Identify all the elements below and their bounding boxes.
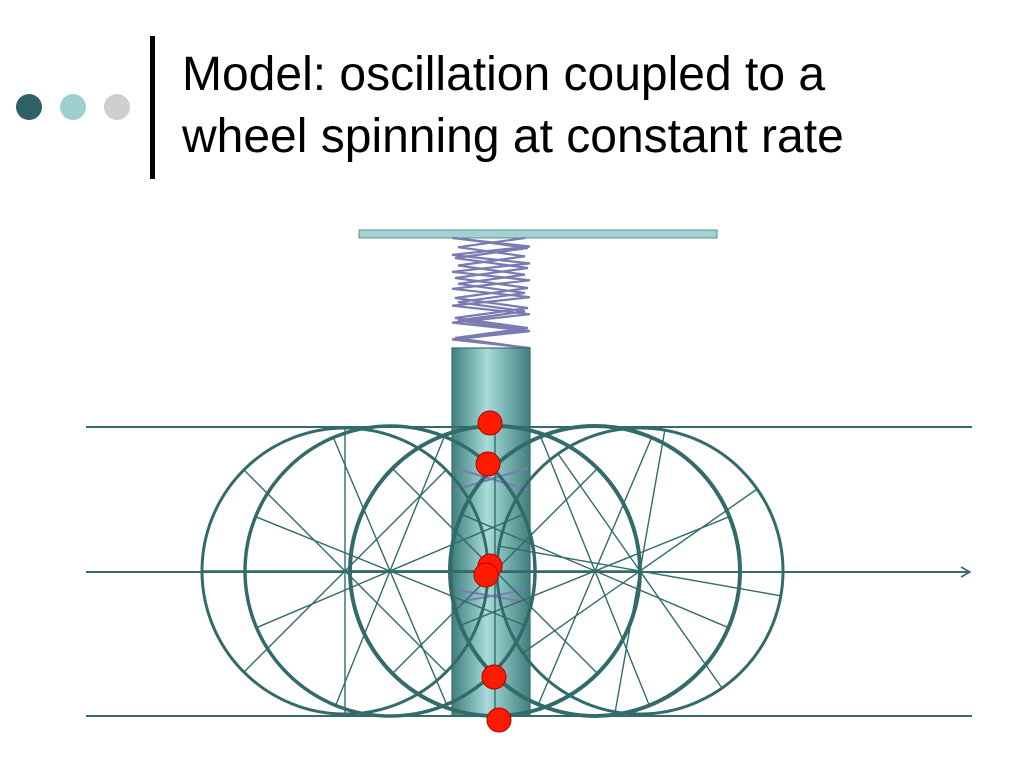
- slide-title: Model: oscillation coupled to a wheel sp…: [182, 44, 1002, 168]
- dot-gray-icon: [104, 94, 130, 120]
- wheel-rim: [448, 424, 742, 718]
- red-marker: [481, 664, 507, 690]
- red-marker: [473, 562, 499, 588]
- wheel: [200, 426, 490, 716]
- title-divider: [150, 36, 155, 179]
- spring-coil: [451, 236, 531, 350]
- slide-title-line-1: Model: oscillation coupled to a: [182, 48, 826, 101]
- ceiling-plate: [358, 229, 718, 239]
- mass-spring-overlay: [454, 467, 529, 603]
- red-marker: [475, 451, 501, 477]
- dot-light-teal-icon: [60, 94, 86, 120]
- wheel-spoke: [243, 469, 447, 673]
- wheel: [448, 424, 742, 718]
- wheel-spoke: [522, 488, 758, 654]
- wheel-spoke: [461, 513, 729, 629]
- spring-coils: [451, 236, 531, 350]
- red-marker: [486, 707, 512, 733]
- red-marker: [477, 410, 503, 436]
- red-markers: [473, 410, 512, 733]
- mass-block: [451, 347, 531, 717]
- slide-title-line-2: wheel spinning at constant rate: [182, 110, 844, 163]
- spring-fragment: [457, 589, 526, 603]
- spring-fragment: [454, 467, 529, 491]
- dot-dark-icon: [16, 94, 42, 120]
